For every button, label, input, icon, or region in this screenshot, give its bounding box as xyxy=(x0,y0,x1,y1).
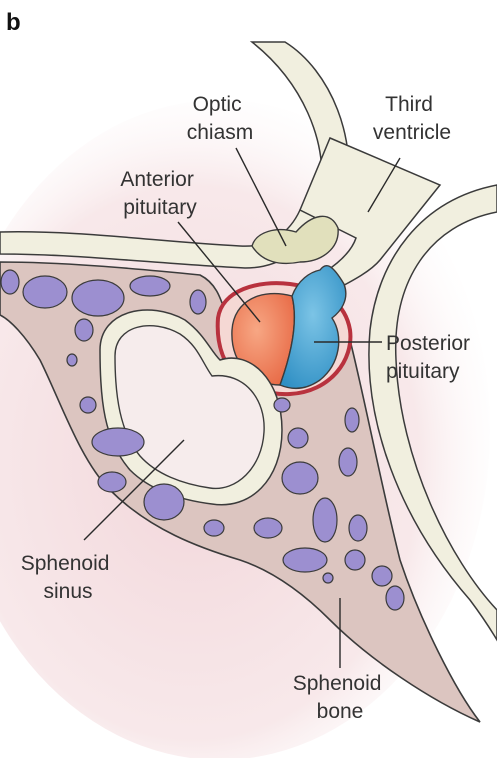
bone-cavity xyxy=(345,550,365,570)
bone-cavity xyxy=(80,397,96,413)
bone-cavity xyxy=(254,518,282,538)
panel-letter: b xyxy=(6,9,21,36)
bone-cavity xyxy=(349,515,367,541)
bone-cavity xyxy=(72,280,124,316)
bone-cavity xyxy=(204,520,224,536)
bone-cavity xyxy=(144,484,184,520)
bone-cavity xyxy=(282,462,318,494)
bone-cavity xyxy=(190,290,206,314)
bone-cavity xyxy=(313,498,337,542)
bone-cavity xyxy=(323,573,333,583)
bone-cavity xyxy=(92,428,144,456)
bone-cavity xyxy=(23,276,67,308)
bone-cavity xyxy=(1,270,19,294)
bone-cavity xyxy=(345,408,359,432)
bone-cavity xyxy=(130,276,170,296)
bone-cavity xyxy=(372,566,392,586)
bone-cavity xyxy=(274,398,290,412)
bone-cavity xyxy=(67,354,77,366)
bone-cavity xyxy=(75,319,93,341)
bone-cavity xyxy=(386,586,404,610)
bone-cavity xyxy=(339,448,357,476)
bone-cavity xyxy=(288,428,308,448)
bone-cavity xyxy=(98,472,126,492)
bone-cavity xyxy=(283,548,327,572)
